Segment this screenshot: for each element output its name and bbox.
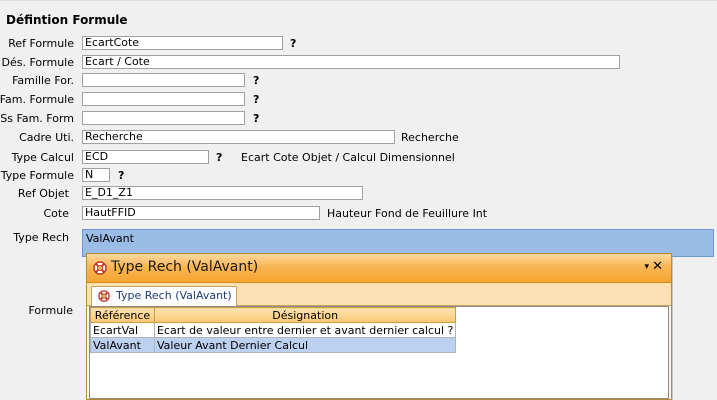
ref-formule-field[interactable]: EcartCote [82, 36, 283, 50]
type-rech-field[interactable]: ValAvant [82, 229, 714, 257]
tab-label: Type Rech (ValAvant) [116, 289, 232, 302]
tab-type-rech[interactable]: Type Rech (ValAvant) [91, 286, 237, 306]
close-icon[interactable]: ✕ [652, 259, 663, 274]
famille-label: Famille For. [12, 74, 74, 87]
column-header-reference[interactable]: Référence [90, 307, 155, 323]
cadre-uti-description: Recherche [401, 131, 459, 144]
popup-title: Type Rech (ValAvant) [111, 259, 259, 275]
cote-field[interactable]: HautFFID [82, 206, 320, 220]
ss-fam-help-button[interactable]: ? [253, 93, 260, 106]
type-rech-label: Type Rech [13, 231, 69, 244]
top-divider [0, 0, 717, 1]
ref-objet-field[interactable]: E_D1_Z1 [82, 186, 363, 200]
lifebuoy-icon [98, 290, 110, 302]
type-formule-help-button[interactable]: ? [118, 169, 125, 182]
type-calcul-description: Ecart Cote Objet / Calcul Dimensionnel [241, 151, 455, 164]
formule-area-edge [672, 257, 717, 400]
pin-dropdown-icon[interactable]: ▾ [644, 262, 649, 272]
cadre-uti-label: Cadre Uti. [19, 131, 74, 144]
popup-header[interactable]: Type Rech (ValAvant) ▾ ✕ [87, 254, 671, 283]
ss-fam-field[interactable] [82, 92, 245, 106]
cell-designation[interactable]: Valeur Avant Dernier Calcul [153, 337, 457, 353]
type-rech-popup: Type Rech (ValAvant) ▾ ✕ Type Rech (ValA… [86, 253, 672, 400]
des-formule-field[interactable]: Ecart / Cote [82, 55, 620, 69]
cote-label: Cote [43, 207, 70, 220]
formule-label: Formule [28, 304, 73, 317]
ss-fam-label: Ss Fam. Formule [0, 93, 74, 106]
type-formule-field[interactable]: N [82, 168, 110, 182]
type-calcul-field[interactable]: ECD [82, 150, 209, 164]
lookup-grid[interactable]: Référence Désignation EcartVal Ecart de … [89, 306, 669, 399]
lookup-table: Référence Désignation EcartVal Ecart de … [90, 307, 457, 353]
cell-reference[interactable]: ValAvant [90, 337, 155, 353]
type-calcul-help-button[interactable]: ? [216, 151, 223, 164]
table-row[interactable]: EcartVal Ecart de valeur entre dernier e… [90, 322, 457, 338]
ref-formule-help-button[interactable]: ? [290, 37, 297, 50]
cell-reference[interactable]: EcartVal [90, 322, 155, 338]
ss-ss-fam-help-button[interactable]: ? [253, 112, 260, 125]
cell-designation[interactable]: Ecart de valeur entre dernier et avant d… [153, 322, 457, 338]
famille-help-button[interactable]: ? [253, 74, 260, 87]
column-header-designation[interactable]: Désignation [153, 307, 457, 323]
cote-description: Hauteur Fond de Feuillure Int [327, 207, 488, 220]
type-calcul-label: Type Calcul [11, 151, 74, 164]
popup-tabstrip: Type Rech (ValAvant) [87, 283, 671, 306]
cadre-uti-field[interactable]: Recherche [82, 130, 395, 144]
des-formule-label: Dés. Formule [1, 56, 74, 69]
ss-ss-fam-field[interactable] [82, 111, 245, 125]
lifebuoy-icon [93, 261, 107, 275]
famille-field[interactable] [82, 73, 245, 87]
table-row-selected[interactable]: ValAvant Valeur Avant Dernier Calcul [90, 337, 457, 353]
ss-ss-fam-label: Ss Ss Fam. Form [0, 112, 74, 125]
type-formule-label: Type Formule [0, 169, 74, 182]
section-title: Défintion Formule [6, 13, 128, 27]
ref-objet-label: Ref Objet [17, 187, 69, 200]
ref-formule-label: Ref Formule [8, 37, 74, 50]
